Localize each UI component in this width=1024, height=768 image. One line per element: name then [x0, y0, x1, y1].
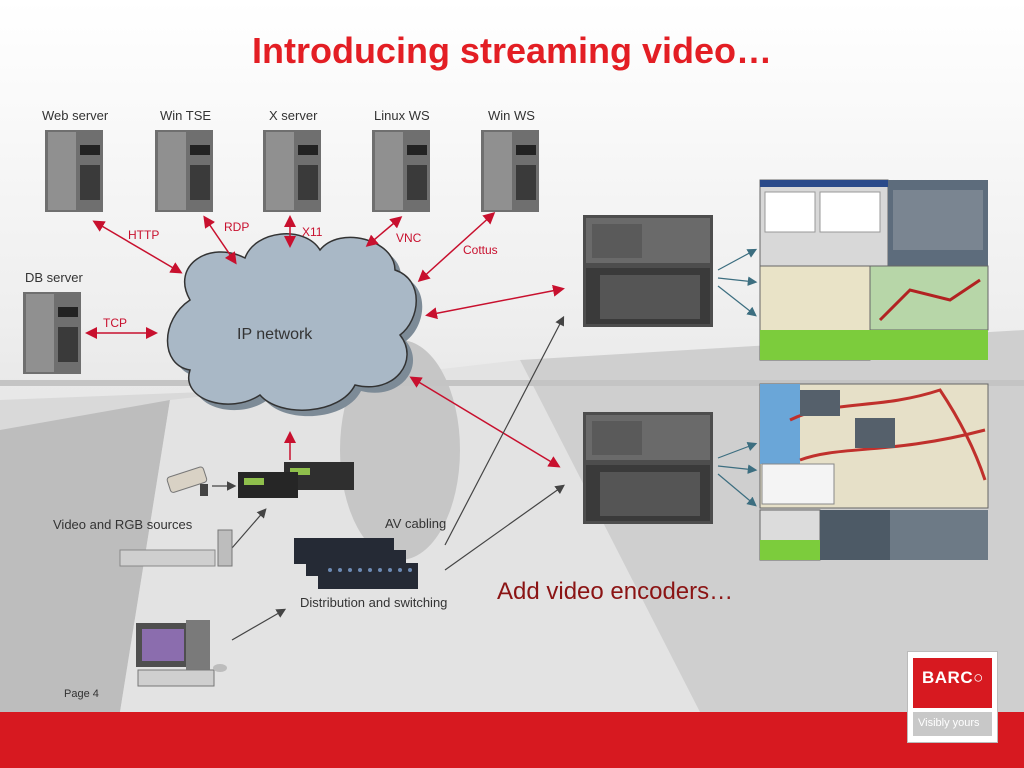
label-rdp: RDP [224, 220, 250, 234]
label-win-ws: Win WS [488, 108, 535, 123]
label-tcp: TCP [103, 316, 127, 330]
label-vnc: VNC [396, 231, 422, 245]
cottus-arrow [417, 211, 496, 283]
video-encoder-icon [583, 215, 713, 327]
enc1-screen-b [717, 276, 758, 286]
video-encoder-icon [583, 412, 713, 524]
enc2-screen-c [717, 473, 757, 507]
slide-title: Introducing streaming video… [251, 30, 773, 71]
connector-layer [23, 130, 989, 687]
server-icon [372, 130, 430, 212]
server-icon [45, 130, 103, 212]
label-web-server: Web server [42, 108, 109, 123]
pc-workstation-icon [136, 620, 227, 687]
label-x-server: X server [269, 108, 318, 123]
decoder-icon [238, 462, 354, 498]
control-room-screenshot [759, 179, 989, 361]
pc-link [231, 608, 287, 641]
label-cottus: Cottus [463, 243, 498, 257]
label-add-encoders: Add video encoders… [497, 578, 734, 605]
av-link-1 [444, 315, 565, 546]
page-number: Page 4 [64, 688, 99, 700]
server-icon [155, 130, 213, 212]
ip-network-cloud [166, 233, 423, 417]
barco-logo: BARC○ Visibly yours [907, 651, 998, 743]
encoder2-arrow [409, 376, 561, 468]
label-db-server: DB server [25, 270, 83, 285]
label-win-tse: Win TSE [160, 108, 212, 123]
label-http: HTTP [128, 228, 160, 242]
cloud-label: IP network [237, 326, 313, 343]
switcher-icon [294, 538, 418, 589]
logo-brand-text: BARC○ [922, 668, 984, 687]
dvd-link [231, 508, 267, 549]
camera-icon [166, 466, 208, 496]
server-icon [481, 130, 539, 212]
dvd-player-icon [119, 529, 233, 567]
label-distribution: Distribution and switching [300, 595, 448, 610]
vnc-arrow [365, 216, 403, 247]
logo-red-panel [913, 658, 992, 708]
label-av-cabling: AV cabling [385, 516, 447, 531]
label-video-sources: Video and RGB sources [53, 517, 193, 532]
footer-bar [0, 712, 1024, 768]
enc1-screen-c [717, 285, 757, 317]
rdp-arrow [203, 215, 237, 265]
logo-tagline: Visibly yours [918, 717, 980, 729]
label-linux-ws: Linux WS [374, 108, 430, 123]
server-icon [263, 130, 321, 212]
server-icon [23, 292, 81, 374]
label-x11: X11 [302, 225, 323, 239]
av-link-2 [444, 484, 565, 571]
enc1-screen-a [717, 248, 758, 271]
http-arrow [92, 220, 183, 274]
logo-tagline-panel [913, 712, 992, 736]
traffic-map-screenshot [759, 383, 989, 561]
encoder1-arrow [425, 284, 565, 320]
enc2-screen-b [717, 464, 758, 474]
enc2-screen-a [717, 442, 758, 459]
